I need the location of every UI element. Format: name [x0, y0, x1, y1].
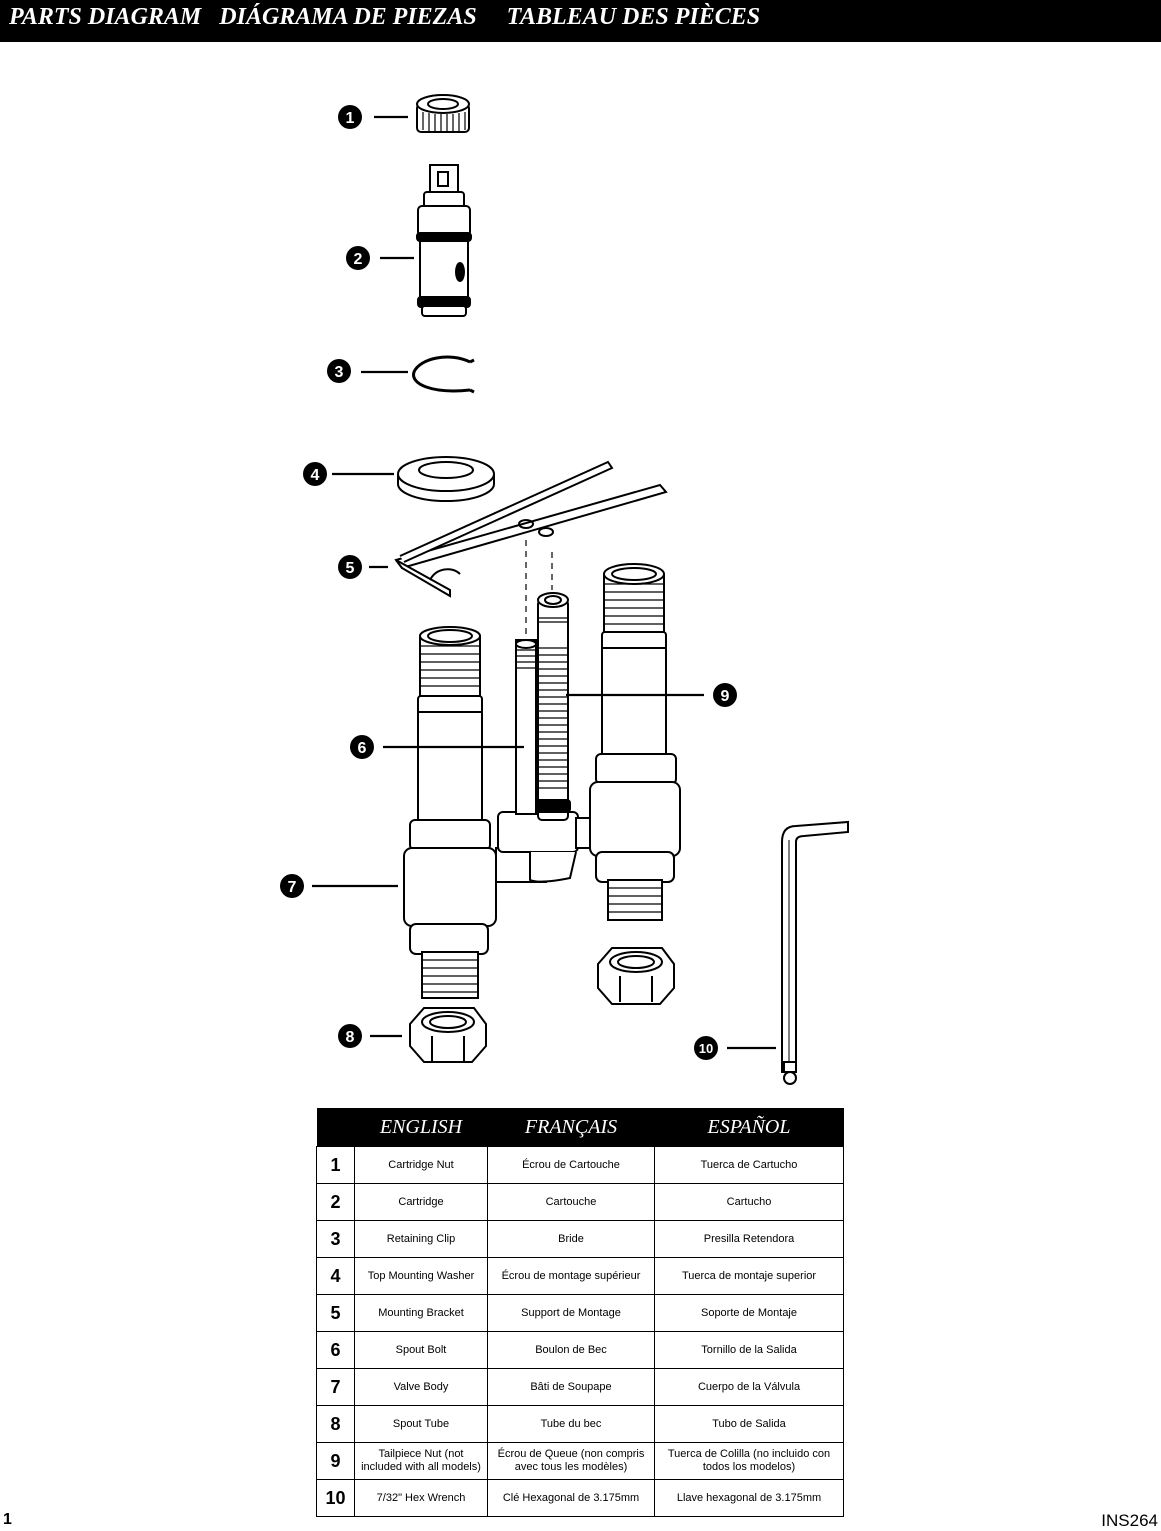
part-name-english: 7/32" Hex Wrench [354, 1479, 488, 1517]
part-name-spanish: Tubo de Salida [654, 1405, 844, 1443]
svg-text:2: 2 [354, 251, 363, 268]
spout-tube-nut [409, 1007, 487, 1063]
header-bar: PARTS DIAGRAM DIÁGRAMA DE PIEZAS TABLEAU… [0, 0, 1161, 42]
top-mounting-washer [397, 456, 495, 502]
part-number: 2 [316, 1183, 355, 1221]
part-name-french: Écrou de Queue (non compris avec tous le… [487, 1442, 655, 1480]
part-number: 9 [316, 1442, 355, 1480]
part-name-spanish: Tuerca de Colilla (no incluido con todos… [654, 1442, 844, 1480]
svg-text:1: 1 [346, 110, 355, 127]
part-name-french: Écrou de Cartouche [487, 1146, 655, 1184]
mounting-bracket [394, 460, 668, 598]
part-name-french: Bride [487, 1220, 655, 1258]
part-name-spanish: Tuerca de Cartucho [654, 1146, 844, 1184]
part-number: 10 [316, 1479, 355, 1517]
cartridge-nut [416, 94, 470, 133]
part-name-spanish: Cartucho [654, 1183, 844, 1221]
part-name-spanish: Tuerca de montaje superior [654, 1257, 844, 1295]
part-name-french: Support de Montage [487, 1294, 655, 1332]
part-name-english: Retaining Clip [354, 1220, 488, 1258]
svg-text:8: 8 [346, 1029, 355, 1046]
callout-1: 1 [338, 105, 362, 129]
part-number: 1 [316, 1146, 355, 1184]
part-name-french: Clé Hexagonal de 3.175mm [487, 1479, 655, 1517]
part-number: 5 [316, 1294, 355, 1332]
part-name-english: Spout Tube [354, 1405, 488, 1443]
part-name-english: Top Mounting Washer [354, 1257, 488, 1295]
part-name-spanish: Cuerpo de la Válvula [654, 1368, 844, 1406]
callout-3: 3 [327, 359, 351, 383]
part-name-spanish: Soporte de Montaje [654, 1294, 844, 1332]
spout-bolt [515, 639, 537, 815]
valve-body-right [589, 563, 681, 921]
valve-body-left [403, 626, 497, 999]
header-french: FRANÇAIS [487, 1108, 655, 1147]
leader-lines [312, 115, 776, 1050]
part-name-french: Tube du bec [487, 1405, 655, 1443]
header-num [316, 1108, 355, 1147]
svg-text:3: 3 [335, 364, 344, 381]
svg-text:9: 9 [721, 688, 730, 705]
hex-wrench [781, 820, 849, 1085]
tailpiece [535, 592, 571, 821]
cartridge [416, 164, 472, 317]
svg-text:7: 7 [288, 879, 297, 896]
part-number: 7 [316, 1368, 355, 1406]
retaining-clip [412, 355, 475, 394]
table-header-row: ENGLISH FRANÇAIS ESPAÑOL [316, 1108, 844, 1147]
part-number: 3 [316, 1220, 355, 1258]
part-number: 4 [316, 1257, 355, 1295]
document-code: INS264 [1101, 1511, 1158, 1530]
part-name-english: Valve Body [354, 1368, 488, 1406]
svg-text:10: 10 [699, 1041, 713, 1056]
part-name-spanish: Tornillo de la Salida [654, 1331, 844, 1369]
hex-nut-right [597, 947, 675, 1005]
callout-6: 6 [350, 735, 374, 759]
part-name-english: Cartridge Nut [354, 1146, 488, 1184]
page-title: PARTS DIAGRAM DIÁGRAMA DE PIEZAS TABLEAU… [9, 4, 761, 30]
part-name-english: Tailpiece Nut (not included with all mod… [354, 1442, 488, 1480]
part-name-english: Cartridge [354, 1183, 488, 1221]
callout-5: 5 [338, 555, 362, 579]
svg-text:5: 5 [346, 560, 355, 577]
part-name-english: Spout Bolt [354, 1331, 488, 1369]
part-name-french: Bâti de Soupape [487, 1368, 655, 1406]
part-number: 8 [316, 1405, 355, 1443]
callout-7: 7 [280, 874, 304, 898]
callout-4: 4 [303, 462, 327, 486]
part-name-french: Écrou de montage supérieur [487, 1257, 655, 1295]
page-number: 1 [3, 1511, 12, 1528]
header-english: ENGLISH [354, 1108, 488, 1147]
part-number: 6 [316, 1331, 355, 1369]
svg-text:4: 4 [311, 467, 320, 484]
svg-text:6: 6 [358, 740, 367, 757]
part-name-spanish: Presilla Retendora [654, 1220, 844, 1258]
part-name-spanish: Llave hexagonal de 3.175mm [654, 1479, 844, 1517]
part-name-english: Mounting Bracket [354, 1294, 488, 1332]
callout-10: 10 [694, 1036, 718, 1060]
parts-diagram: 1 2 3 4 5 6 7 8 9 10 [280, 94, 849, 1085]
callout-8: 8 [338, 1024, 362, 1048]
part-name-french: Cartouche [487, 1183, 655, 1221]
callout-9: 9 [713, 683, 737, 707]
part-name-french: Boulon de Bec [487, 1331, 655, 1369]
callout-2: 2 [346, 246, 370, 270]
header-spanish: ESPAÑOL [654, 1108, 844, 1147]
